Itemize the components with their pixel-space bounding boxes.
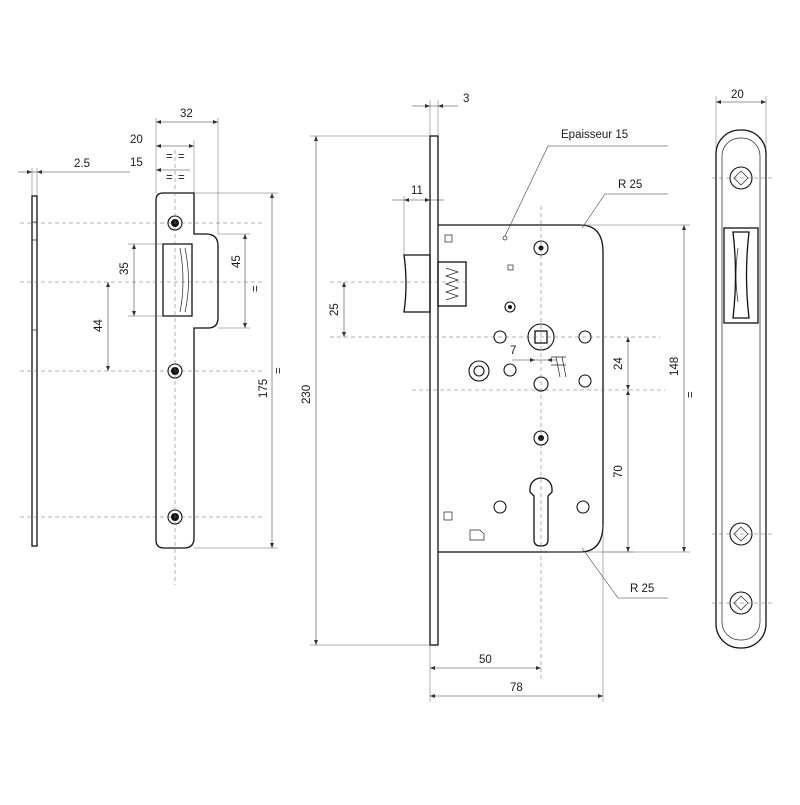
total-height-label: 230	[301, 385, 313, 404]
faceplate-thickness-label: 3	[463, 93, 469, 105]
hub-square-label: 7	[510, 345, 516, 357]
body-thickness-label: Epaisseur 15	[561, 129, 628, 141]
distance-70-label: 70	[613, 465, 625, 478]
strike-equal-top-b: =	[166, 172, 173, 184]
strike-equal-right: =	[250, 285, 262, 292]
svg-text:=: =	[178, 172, 185, 184]
strike-opening44-label: 44	[93, 319, 105, 332]
distance-24-label: 24	[613, 357, 625, 370]
strike-opening35-label: 35	[119, 262, 131, 275]
lock-body	[330, 135, 665, 680]
cylinder-cutout-icon	[529, 477, 553, 547]
strike-equal-top-a: =	[166, 151, 173, 163]
body-equal-label: =	[685, 391, 697, 398]
latch-offset-label: 25	[329, 303, 341, 316]
faceplate-front: 20	[712, 89, 772, 649]
svg-text:=: =	[178, 151, 185, 163]
latch-projection-label: 11	[411, 185, 423, 197]
radius-top-label: R 25	[618, 179, 642, 191]
strike-thickness-label: 2.5	[74, 158, 90, 170]
body-depth-label: 78	[510, 682, 523, 694]
strike-length-label: 175	[258, 379, 270, 398]
strike-offset15-label: 15	[130, 157, 143, 169]
svg-text:=: =	[273, 367, 285, 374]
strike-offset20-label: 20	[130, 134, 143, 146]
strike-plate-dimensions: 32 20 15 = = = = 35 44 45 =	[20, 108, 285, 549]
lock-body-dimensions: 3 11 Epaisseur 15 R 25 R 25 25 230	[301, 93, 697, 702]
strike-width-label: 32	[180, 108, 193, 120]
radius-bottom-label: R 25	[630, 583, 654, 595]
body-height-label: 148	[669, 357, 681, 376]
backset-label: 50	[479, 654, 492, 666]
strike-opening45-label: 45	[231, 255, 243, 268]
strike-plate-front	[155, 150, 219, 585]
strike-plate-profile: 2.5	[18, 158, 130, 547]
faceplate-width-label: 20	[731, 89, 744, 101]
